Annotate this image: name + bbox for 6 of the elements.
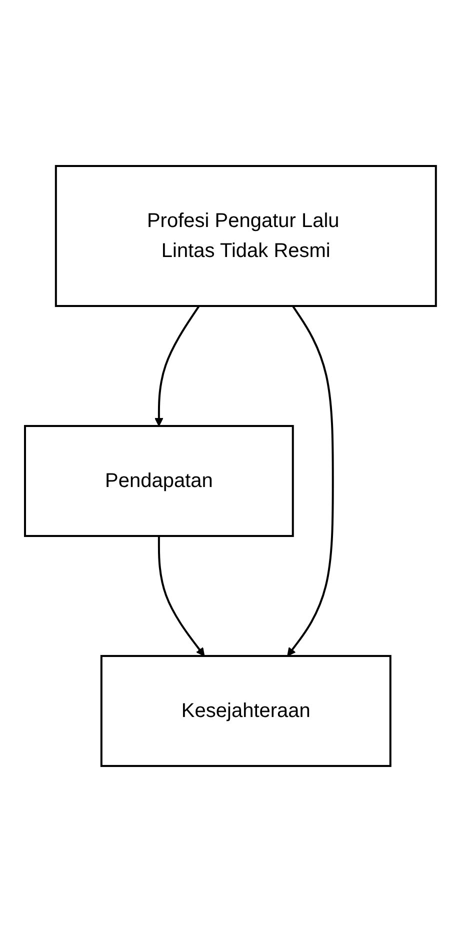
arrow — [158, 536, 204, 656]
node-box: Pendapatan — [24, 425, 294, 537]
arrow — [286, 305, 334, 656]
arrow — [154, 305, 200, 426]
node-box: Kesejahteraan — [100, 655, 391, 767]
node-box: Profesi Pengatur Lalu Lintas Tidak Resmi — [54, 165, 436, 307]
